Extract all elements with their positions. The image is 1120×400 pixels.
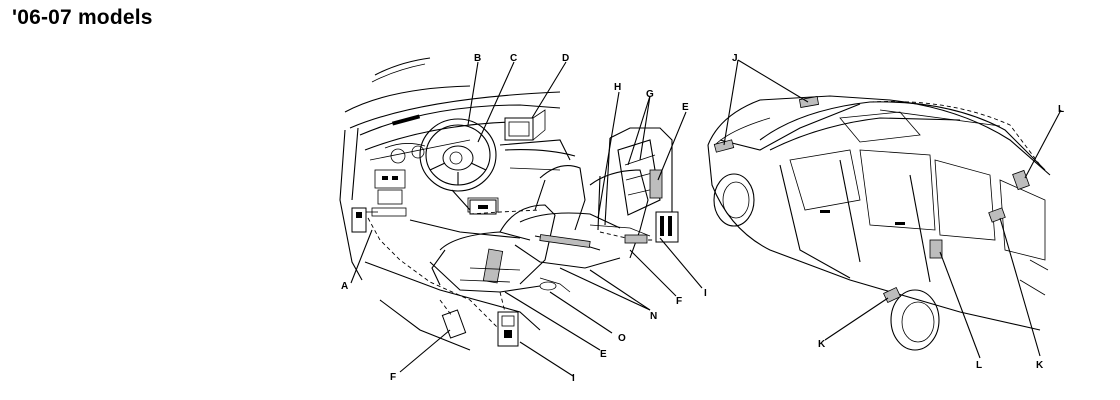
leader-lines: [350, 59, 1062, 377]
callout-O: O: [618, 333, 626, 344]
callout-B: B: [474, 53, 481, 64]
callout-F-upper: F: [676, 296, 682, 307]
callout-L-lower: L: [976, 360, 982, 371]
callouts: A B C D H G E I F N O E I F J L K L K: [341, 53, 1064, 384]
page-title: '06-07 models: [12, 6, 153, 29]
callout-K-right: K: [1036, 360, 1044, 371]
callout-H: H: [614, 82, 621, 93]
callout-E-upper: E: [682, 102, 689, 113]
interior-illustration: [339, 57, 679, 351]
callout-L-upper: L: [1058, 104, 1064, 115]
callout-K-left: K: [818, 339, 826, 350]
callout-A: A: [341, 281, 348, 292]
callout-I-upper: I: [704, 288, 707, 299]
callout-J: J: [732, 53, 738, 64]
callout-F-lower: F: [390, 372, 396, 383]
callout-I-lower: I: [572, 373, 575, 384]
callout-E-lower: E: [600, 349, 607, 360]
vehicle-illustration: [707, 95, 1051, 351]
callout-C: C: [510, 53, 517, 64]
callout-N: N: [650, 311, 657, 322]
callout-G: G: [646, 89, 654, 100]
callout-D: D: [562, 53, 569, 64]
